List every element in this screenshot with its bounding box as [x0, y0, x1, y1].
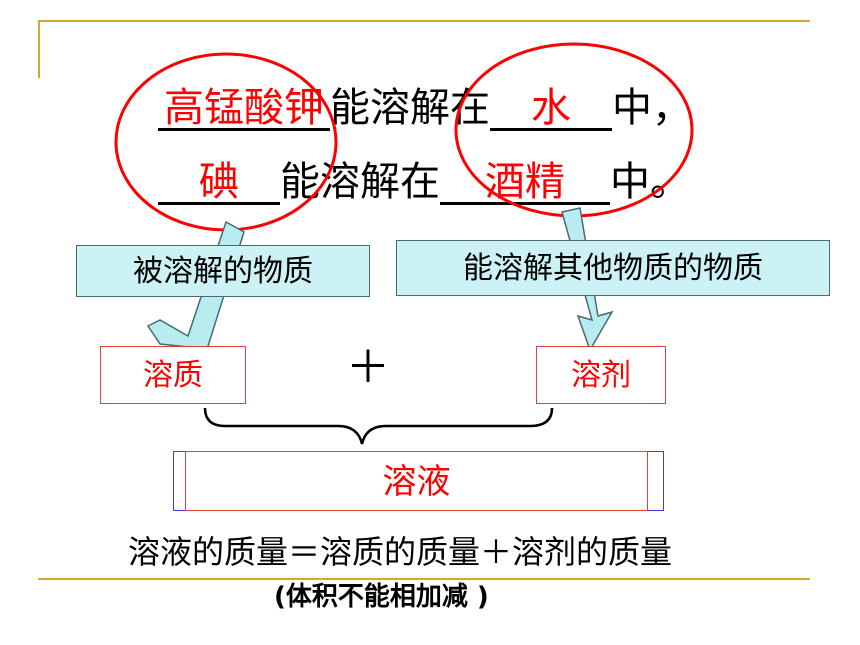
sentence-line-1: 高锰酸钾能溶解在水中， [158, 88, 692, 131]
solution-term-box: 溶液 [185, 451, 648, 511]
solute-definition-box: 被溶解的物质 [76, 245, 370, 297]
blank-solvent-1: 水 [490, 88, 612, 131]
solvent-term-box: 溶剂 [536, 346, 666, 404]
solvent-definition-box: 能溶解其他物质的物质 [396, 240, 830, 296]
sentence-end: 中。 [610, 159, 690, 205]
answer-alcohol: 酒精 [485, 159, 565, 205]
volume-note: (体积不能相加减 ) [274, 582, 489, 612]
solute-term-label: 溶质 [143, 358, 203, 393]
solvent-term-label: 溶剂 [571, 358, 631, 393]
answer-water: 水 [531, 85, 571, 131]
solute-term-box: 溶质 [100, 346, 246, 404]
mass-equation: 溶液的质量＝溶质的质量＋溶剂的质量 [128, 533, 673, 571]
bottom-decoration-line [38, 578, 810, 580]
blank-solute-1: 高锰酸钾 [158, 88, 330, 131]
solute-definition-label: 被溶解的物质 [133, 254, 313, 289]
blank-solute-2: 碘 [158, 162, 280, 205]
sentence-end: 中， [612, 85, 692, 131]
sentence-text: 能溶解在 [330, 85, 490, 131]
left-decoration-line [38, 20, 40, 78]
curly-brace [203, 407, 554, 445]
plus-sign: ＋ [346, 342, 390, 393]
top-decoration-line [38, 20, 810, 22]
solvent-definition-label: 能溶解其他物质的物质 [463, 251, 763, 286]
sentence-text: 能溶解在 [280, 159, 440, 205]
sentence-line-2: 碘能溶解在酒精中。 [158, 162, 690, 205]
answer-potassium-permanganate: 高锰酸钾 [164, 85, 324, 131]
blank-solvent-2: 酒精 [440, 162, 610, 205]
solution-term-label: 溶液 [382, 462, 451, 502]
answer-iodine: 碘 [199, 159, 239, 205]
